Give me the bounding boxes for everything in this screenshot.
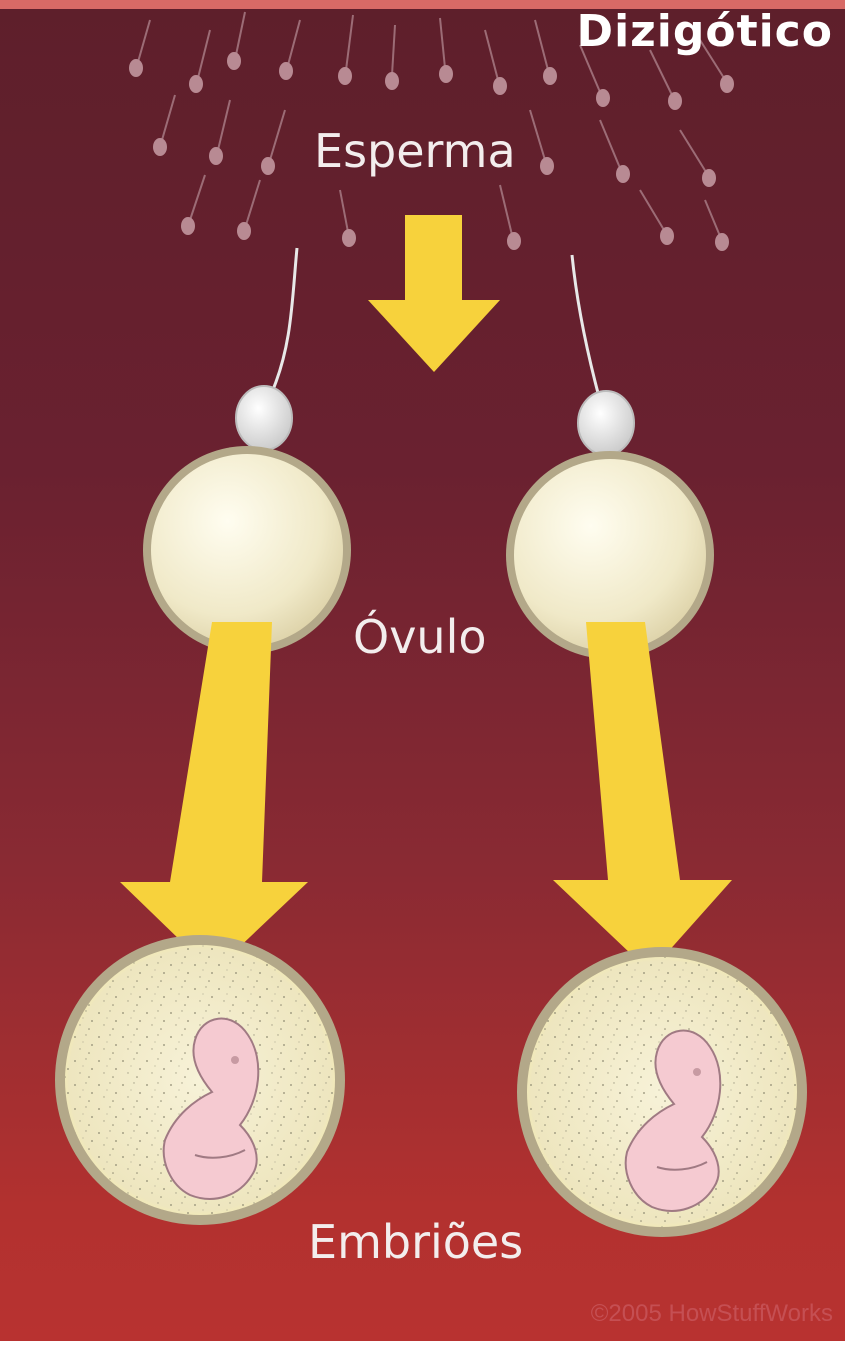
sperm-cell xyxy=(340,190,356,247)
arrow-down-right xyxy=(553,622,732,972)
arrow-down-left xyxy=(120,622,308,972)
fertilizing-sperm-left xyxy=(236,248,297,450)
sperm-cell xyxy=(209,100,230,165)
sperm-cell xyxy=(279,20,300,80)
sperm-cell xyxy=(237,180,260,240)
sperm-cell xyxy=(640,190,674,245)
label-egg: Óvulo xyxy=(353,610,487,664)
sperm-cell xyxy=(189,30,210,93)
sperm-cell xyxy=(500,185,521,250)
sperm-cell xyxy=(535,20,557,85)
arrow-down-center xyxy=(368,215,500,372)
sperm-cell xyxy=(530,110,554,175)
label-sperm: Esperma xyxy=(314,124,516,178)
sperm-cell xyxy=(680,130,716,187)
sperm-cell xyxy=(385,25,399,90)
sperm-cell xyxy=(261,110,285,175)
sperm-cell xyxy=(705,200,729,251)
sperm-cell xyxy=(600,120,630,183)
sperm-cell xyxy=(485,30,507,95)
copyright-credit: ©2005 HowStuffWorks xyxy=(591,1300,833,1328)
sperm-cell xyxy=(650,50,682,110)
sperm-cell xyxy=(153,95,175,156)
embryo-left xyxy=(55,935,345,1225)
sperm-cell xyxy=(439,18,453,83)
sperm-cell xyxy=(338,15,353,85)
sperm-cell xyxy=(129,20,150,77)
diagram-title: Dizigótico xyxy=(577,6,833,57)
label-embryos: Embriões xyxy=(308,1215,523,1269)
fertilizing-sperm-right xyxy=(572,255,634,455)
sperm-cell xyxy=(227,12,245,70)
embryo-right xyxy=(517,947,807,1237)
sperm-cell xyxy=(181,175,205,235)
